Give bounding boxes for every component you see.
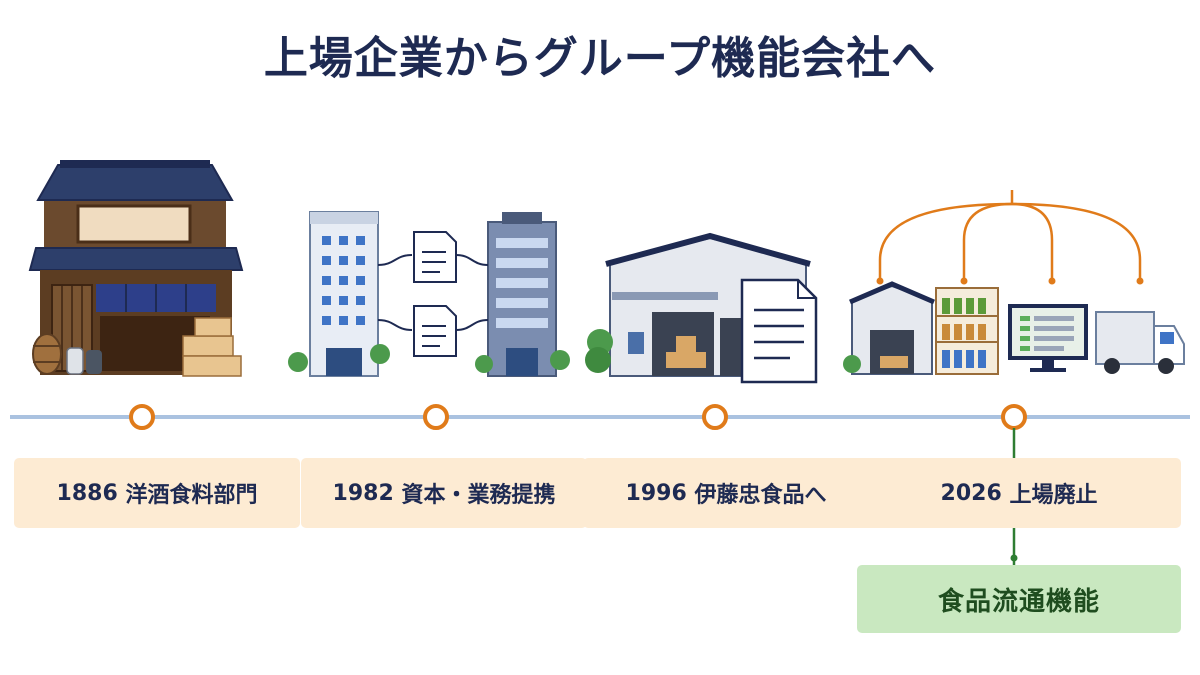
monitor-icon: [1008, 304, 1088, 372]
milestone-1996: 1996 伊藤忠食品へ: [583, 458, 869, 528]
network-arcs: [878, 190, 1142, 280]
timeline-node-1886: [129, 404, 155, 430]
milestone-1886: 1886 洋酒食料部門: [14, 458, 300, 528]
small-warehouse-icon: [843, 281, 935, 375]
milestone-text: 資本・業務提携: [401, 483, 556, 508]
timeline-node-1996: [702, 404, 728, 430]
milestone-text: 伊藤忠食品へ: [694, 483, 827, 508]
milestone-text: 洋酒食料部門: [125, 483, 258, 508]
result-connector: [1010, 428, 1018, 565]
timeline-node-2026: [1001, 404, 1027, 430]
network-dots: [876, 277, 1144, 285]
office-buildings-icon: [288, 211, 570, 377]
result-function-box: 食品流通機能: [857, 565, 1181, 633]
timeline-node-1982: [423, 404, 449, 430]
milestone-1982: 1982 資本・業務提携: [301, 458, 587, 528]
truck-icon: [1095, 311, 1185, 374]
milestone-text: 上場廃止: [1009, 483, 1098, 508]
timeline-nodes: [129, 404, 1027, 430]
milestone-2026: 2026 上場廃止: [857, 458, 1181, 528]
milestone-year: 1982: [332, 480, 394, 506]
document-icon: [377, 231, 489, 357]
traditional-shop-icon: [28, 160, 244, 377]
milestone-year: 1996: [625, 480, 687, 506]
page-title: 上場企業からグループ機能会社へ: [263, 33, 937, 84]
milestone-year: 2026: [940, 480, 1002, 506]
warehouse-icon: [585, 232, 818, 384]
milestone-year: 1886: [56, 480, 118, 506]
shelves-icon: [935, 287, 999, 375]
